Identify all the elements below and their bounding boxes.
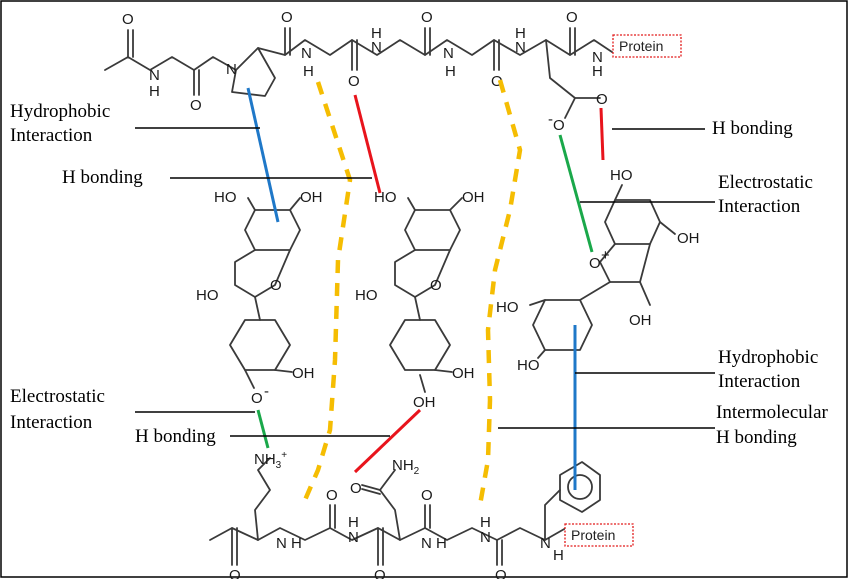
atom-h: H: [592, 63, 603, 80]
atom-oh: OH: [629, 312, 652, 329]
label-electrostatic-right-2: Interaction: [718, 196, 801, 217]
atom-oh: OH: [300, 189, 323, 206]
atom-charge-minus: -: [548, 111, 553, 128]
label-h-bonding-bottom: H bonding: [135, 426, 216, 447]
atom-ho: HO: [196, 287, 219, 304]
atom-nh3-plus: NH3+: [254, 450, 287, 471]
atom-h: H: [515, 25, 526, 42]
atom-o-minus: O: [553, 117, 565, 134]
atom-n: N: [149, 67, 160, 84]
atom-n: N: [421, 535, 432, 552]
protein-tag-top-box: [612, 34, 682, 58]
atom-o: O: [270, 277, 282, 294]
atom-oh: OH: [292, 365, 315, 382]
atom-h: H: [149, 83, 160, 100]
middle-catechin: HO OH O HO OH OH: [355, 189, 485, 411]
atom-o-minus: O: [251, 390, 263, 407]
atom-o: O: [491, 73, 503, 90]
atom-o: O: [190, 97, 202, 114]
protein-tag-bottom: Protein: [571, 527, 615, 543]
atom-h: H: [291, 535, 302, 552]
label-electrostatic-left-2: Interaction: [10, 412, 93, 433]
electrostatic-lysine: [256, 409, 270, 449]
atom-o: O: [596, 91, 608, 108]
label-intermolecular-2: H bonding: [716, 427, 797, 448]
atom-o: O: [229, 567, 241, 579]
bottom-peptide-chain: O N H O H N O N H O H N O N H O NH3+ NH2…: [209, 450, 634, 579]
atom-h: H: [371, 25, 382, 42]
label-hydrophobic-left-1: Hydrophobic: [10, 101, 110, 122]
label-hydrophobic-right-1: Hydrophobic: [718, 347, 818, 368]
hydrophobic-proline: [246, 87, 280, 223]
atom-n: N: [515, 39, 526, 56]
atom-h: H: [553, 547, 564, 564]
left-catechin: HO OH O HO OH O -: [196, 189, 323, 407]
atom-charge-minus: -: [264, 383, 269, 400]
atom-ho: HO: [355, 287, 378, 304]
atom-n: N: [480, 529, 491, 546]
atom-h: H: [348, 514, 359, 531]
intermolecular-h-bond-right: [477, 79, 523, 506]
atom-o: O: [348, 73, 360, 90]
atom-oh: OH: [452, 365, 475, 382]
atom-ho: HO: [496, 299, 519, 316]
atom-oh: OH: [462, 189, 485, 206]
atom-o: O: [566, 9, 578, 26]
atom-o: O: [374, 567, 386, 579]
protein-tag-top: Protein: [619, 38, 663, 54]
h-bond-top-right: [599, 107, 605, 161]
atom-o: O: [495, 567, 507, 579]
intermolecular-h-bond-left: [302, 81, 353, 501]
label-intermolecular-1: Intermolecular: [716, 402, 829, 423]
atom-n: N: [371, 39, 382, 56]
atom-n: N: [276, 535, 287, 552]
atom-o-plus: O: [589, 255, 601, 272]
atom-nh2: NH2: [392, 457, 420, 477]
protein-tag-bottom-box: [564, 523, 634, 547]
atom-o: O: [122, 11, 134, 28]
right-anthocyanin: HO OH O + OH HO HO: [496, 167, 700, 374]
atom-o: O: [421, 487, 433, 504]
atom-n: N: [348, 529, 359, 546]
top-peptide-chain: O N H O N O N H O H N O N H O H N O N H …: [104, 9, 682, 134]
atom-o: O: [421, 9, 433, 26]
atom-n: N: [226, 61, 237, 78]
label-hydrophobic-left-2: Interaction: [10, 125, 93, 146]
atom-ho: HO: [214, 189, 237, 206]
interactions: [246, 79, 605, 506]
label-electrostatic-left-1: Electrostatic: [10, 386, 105, 407]
atom-ho: HO: [374, 189, 397, 206]
leader-lines: [135, 127, 715, 437]
atom-n: N: [540, 535, 551, 552]
atom-n: N: [443, 45, 454, 62]
atom-oh: OH: [413, 394, 436, 411]
h-bond-bottom-asn: [353, 408, 422, 474]
atom-oh: OH: [677, 230, 700, 247]
atom-h: H: [436, 535, 447, 552]
electrostatic-carboxylate: [558, 134, 594, 253]
atom-h: H: [445, 63, 456, 80]
h-bond-top-middle: [353, 94, 382, 194]
atom-charge-plus: +: [601, 247, 610, 264]
label-h-bonding-right: H bonding: [712, 118, 793, 139]
atom-h: H: [480, 514, 491, 531]
label-h-bonding-left: H bonding: [62, 167, 143, 188]
atom-o: O: [430, 277, 442, 294]
atom-o: O: [326, 487, 338, 504]
label-electrostatic-right-1: Electrostatic: [718, 172, 813, 193]
atom-h: H: [303, 63, 314, 80]
atom-n: N: [301, 45, 312, 62]
atom-o: O: [350, 480, 362, 497]
interaction-labels: Hydrophobic Interaction H bonding H bond…: [10, 101, 829, 448]
atom-n: N: [592, 49, 603, 66]
atom-ho: HO: [610, 167, 633, 184]
atom-ho: HO: [517, 357, 540, 374]
label-hydrophobic-right-2: Interaction: [718, 371, 801, 392]
atom-o: O: [281, 9, 293, 26]
